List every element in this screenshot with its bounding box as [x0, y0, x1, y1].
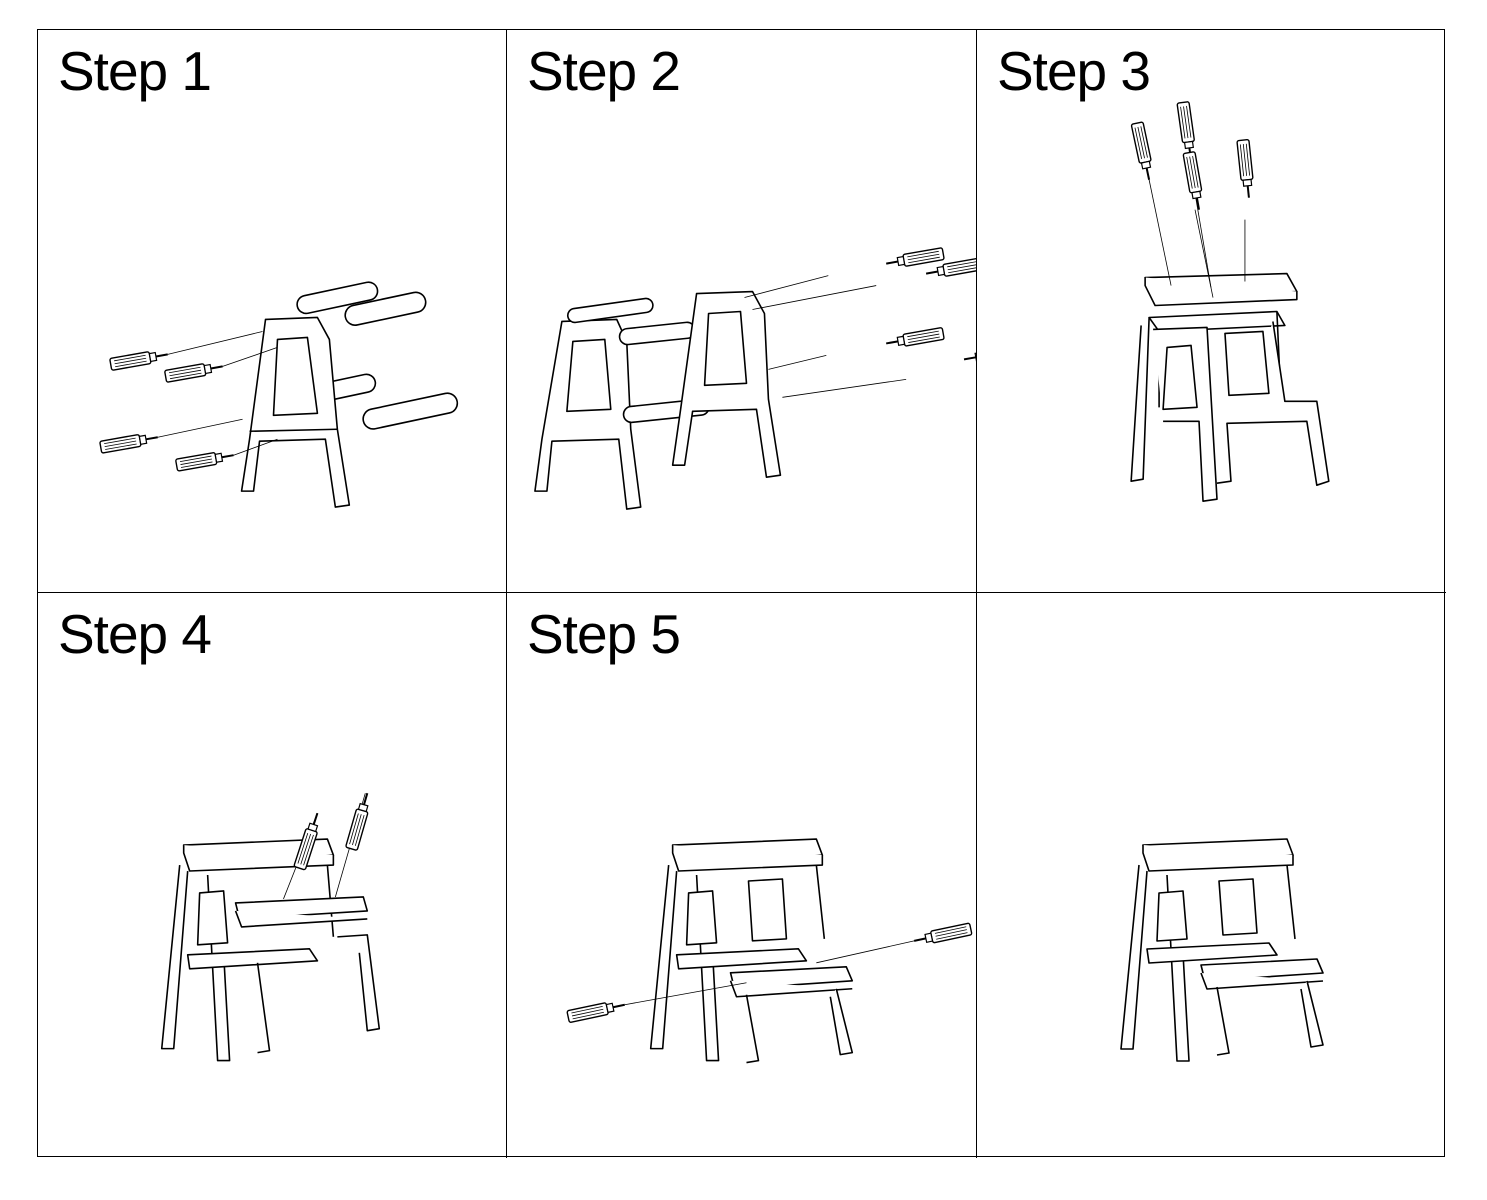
- step-2-title: Step 2: [527, 40, 681, 102]
- step-1-illustration: [98, 30, 506, 592]
- step-5-title: Step 5: [527, 603, 681, 665]
- step-4-illustration: [38, 790, 506, 1158]
- step-3-illustration: [1130, 100, 1446, 592]
- final-stool-panel: [977, 593, 1446, 1158]
- step-4-title: Step 4: [58, 603, 212, 665]
- final-stool-illustration: [977, 593, 1446, 1158]
- step-5-panel: Step 5: [507, 593, 977, 1158]
- step-3-panel: Step 3: [977, 30, 1446, 593]
- step-2-panel: Step 2: [507, 30, 977, 593]
- assembly-steps-grid: Step 1: [37, 29, 1446, 1158]
- step-1-panel: Step 1: [38, 30, 507, 593]
- step-3-title: Step 3: [997, 40, 1151, 102]
- step-5-illustration: [565, 593, 973, 1158]
- step-4-panel: Step 4: [38, 593, 507, 1158]
- step-1-title: Step 1: [58, 40, 212, 102]
- step-2-illustration: [507, 246, 976, 592]
